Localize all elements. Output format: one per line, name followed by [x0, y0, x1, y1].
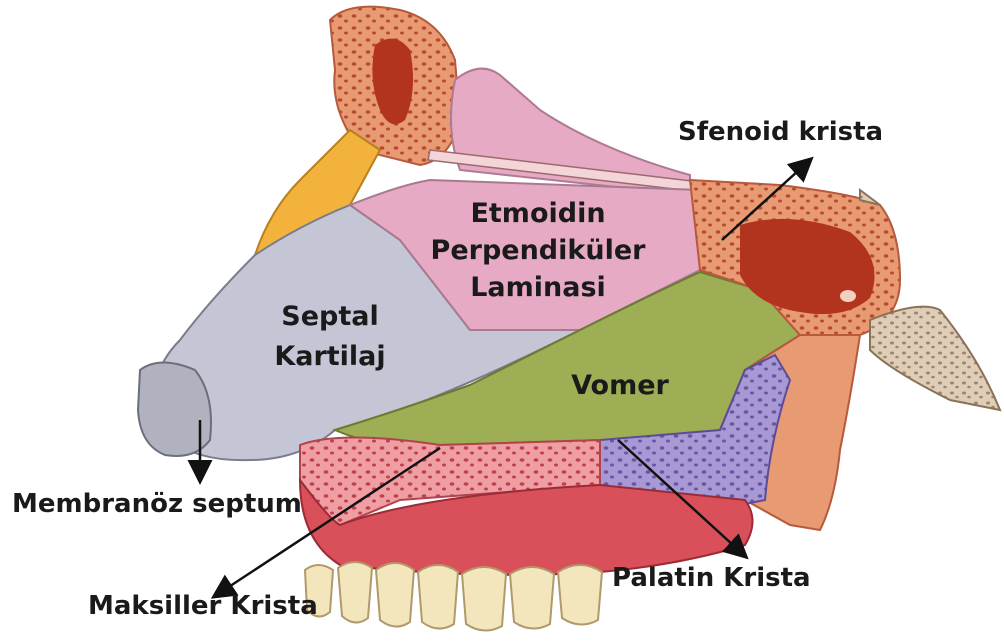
tooth	[418, 565, 458, 629]
label-palatin-krista: Palatin Krista	[612, 563, 811, 593]
label-etmoidin-line2: Perpendiküler	[431, 235, 647, 266]
label-maksiller-krista: Maksiller Krista	[88, 591, 318, 621]
tooth	[462, 567, 506, 631]
sinus-highlight	[840, 290, 856, 302]
tooth	[558, 565, 602, 625]
tooth	[510, 567, 554, 629]
tooth	[376, 563, 414, 627]
label-etmoidin-line3: Laminasi	[470, 272, 606, 303]
label-septal-line1: Septal	[281, 301, 378, 332]
tooth	[338, 562, 372, 623]
teeth-row	[305, 562, 602, 631]
label-membranoz-septum: Membranöz septum	[12, 489, 302, 519]
label-sfenoid-krista: Sfenoid krista	[678, 117, 883, 147]
label-septal-line2: Kartilaj	[274, 341, 385, 372]
label-vomer: Vomer	[571, 370, 669, 401]
label-etmoidin-line1: Etmoidin	[470, 198, 605, 229]
